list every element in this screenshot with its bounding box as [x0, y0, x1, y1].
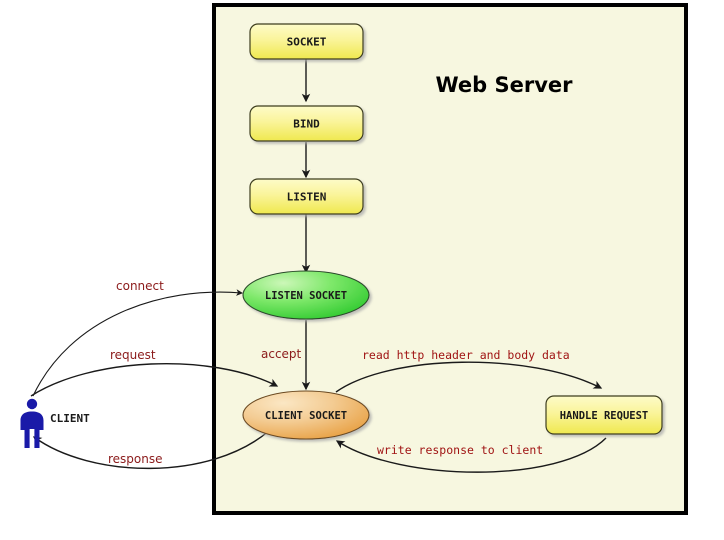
edge-label-read-request: read http header and body data	[362, 348, 570, 362]
node-client-socket-label: CLIENT SOCKET	[265, 410, 347, 422]
page-title: Web Server	[435, 73, 573, 97]
node-handle-request-label: HANDLE REQUEST	[560, 410, 649, 422]
node-socket[interactable]	[249, 23, 364, 60]
node-handle-request-shape	[545, 395, 663, 435]
node-handle-request[interactable]	[545, 395, 663, 435]
edge-label-connect: connect	[116, 279, 164, 293]
edge-request	[30, 363, 279, 397]
edge-label-accept: accept	[261, 347, 302, 361]
node-bind-shape	[249, 105, 364, 142]
actor-client-head	[26, 398, 38, 410]
actor-client[interactable]	[20, 398, 44, 448]
node-socket-label: SOCKET	[287, 36, 327, 49]
edge-labels-layer: connect request response accept read htt…	[108, 279, 570, 466]
node-bind-label: BIND	[293, 118, 320, 131]
node-listen-shape	[249, 178, 364, 215]
node-listen-socket-shape	[242, 270, 370, 320]
actor-client-body	[20, 411, 44, 448]
node-listen-socket-label: LISTEN SOCKET	[265, 290, 347, 302]
edge-write-response	[335, 437, 607, 473]
edge-label-request: request	[110, 348, 156, 362]
edge-read-request	[335, 361, 603, 393]
node-bind[interactable]	[249, 105, 364, 142]
node-socket-shape	[249, 23, 364, 60]
node-listen-label: LISTEN	[287, 191, 327, 204]
node-client-socket[interactable]	[242, 390, 370, 440]
node-client-socket-shape	[242, 390, 370, 440]
edge-connect	[32, 289, 244, 397]
edge-response	[32, 429, 271, 470]
node-listen-socket[interactable]	[242, 270, 370, 320]
edge-label-response: response	[108, 452, 163, 466]
node-listen[interactable]	[249, 178, 364, 215]
edges-layer	[30, 59, 607, 473]
edge-label-write-response: write response to client	[377, 443, 543, 457]
actor-client-label: CLIENT	[50, 412, 90, 425]
